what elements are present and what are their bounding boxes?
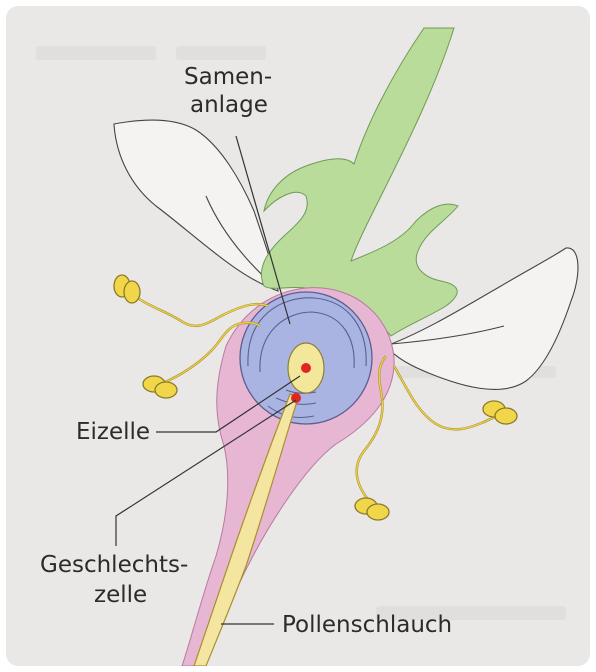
sperm-nucleus [291,393,301,403]
egg-nucleus [301,363,311,373]
pollen-grain-1 [114,275,140,303]
figure-card: Samen- anlage Eizelle Geschlechts- zelle… [6,6,590,666]
stem [261,28,458,336]
label-samenanlage-1: Samen- [184,64,272,91]
label-geschlechtszelle-2: zelle [94,582,147,609]
label-geschlechtszelle-1: Geschlechts- [40,552,188,579]
pollen-grain-4 [355,498,389,520]
label-eizelle: Eizelle [76,419,150,446]
label-pollenschlauch: Pollenschlauch [282,612,452,639]
label-samenanlage-2: anlage [190,92,268,119]
